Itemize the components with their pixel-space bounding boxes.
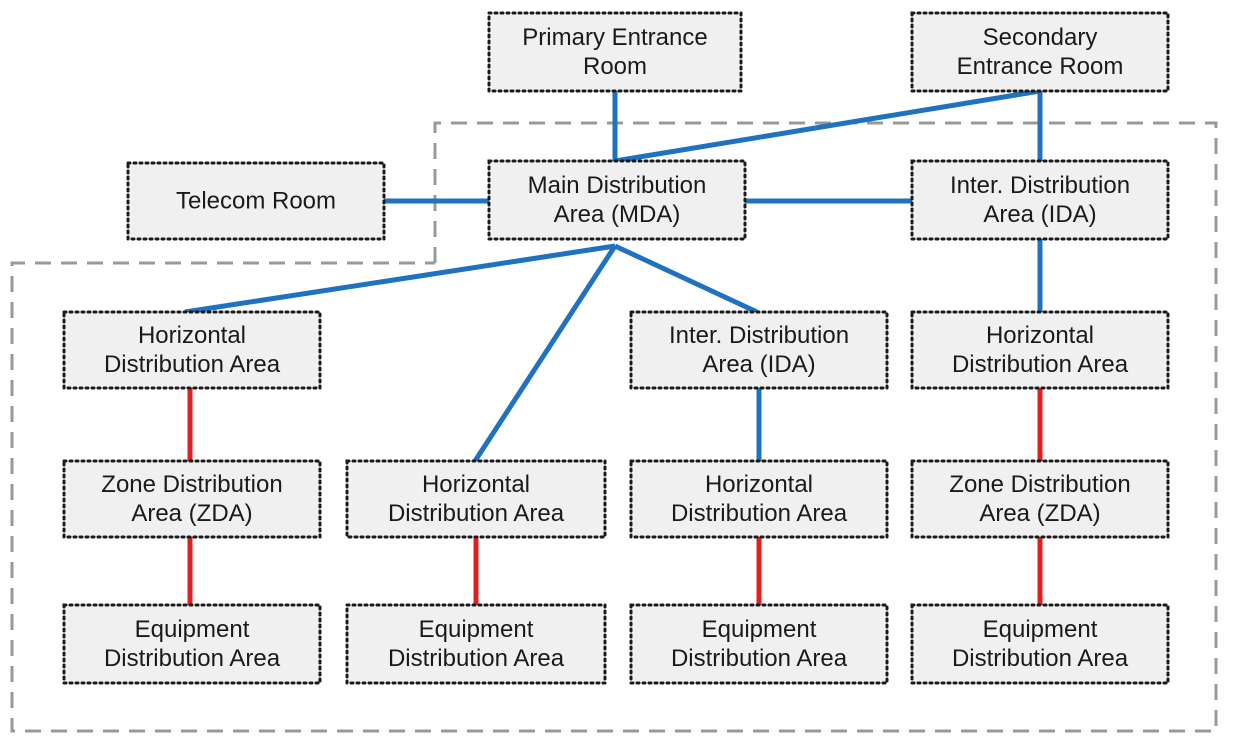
node-label-line: Equipment bbox=[135, 616, 250, 643]
node-label-line: Distribution Area bbox=[671, 500, 848, 527]
node-label-line: Distribution Area bbox=[952, 351, 1129, 378]
node-telecom-room: Telecom Room bbox=[126, 161, 386, 241]
node-box bbox=[910, 11, 1170, 93]
node-label-line: Distribution Area bbox=[104, 645, 281, 672]
node-box bbox=[910, 603, 1170, 685]
building-boundary bbox=[10, 121, 1218, 733]
backbone-link-main-distribution-to-horizontal-1 bbox=[184, 243, 616, 315]
node-label-line: Distribution Area bbox=[952, 645, 1129, 672]
node-label-line: Horizontal bbox=[705, 471, 813, 498]
node-box bbox=[629, 310, 889, 390]
node-label-line: Primary Entrance bbox=[522, 24, 707, 51]
node-box bbox=[910, 159, 1170, 241]
node-box bbox=[629, 459, 889, 539]
links-layer bbox=[184, 88, 1043, 605]
backbone-link-main-distribution-to-horizontal-2 bbox=[472, 244, 618, 463]
node-box bbox=[910, 459, 1170, 539]
node-box bbox=[62, 310, 322, 390]
node-label-line: Equipment bbox=[702, 616, 817, 643]
node-label-line: Telecom Room bbox=[176, 188, 336, 215]
node-label-line: Area (IDA) bbox=[702, 351, 815, 378]
node-box bbox=[62, 603, 322, 685]
node-box bbox=[629, 603, 889, 685]
node-label-line: Equipment bbox=[983, 616, 1098, 643]
node-label-line: Horizontal bbox=[422, 471, 530, 498]
node-box bbox=[910, 310, 1170, 390]
node-label-line: Distribution Area bbox=[671, 645, 848, 672]
node-label-line: Inter. Distribution bbox=[669, 322, 849, 349]
node-box bbox=[487, 11, 743, 93]
node-label-line: Zone Distribution bbox=[101, 471, 282, 498]
node-label-line: Equipment bbox=[419, 616, 534, 643]
backbone-link-secondary-entrance-to-main-distribution bbox=[614, 88, 1041, 164]
node-box bbox=[62, 459, 322, 539]
node-label-line: Entrance Room bbox=[957, 53, 1124, 80]
node-box bbox=[487, 159, 747, 241]
node-box bbox=[345, 603, 607, 685]
backbone-link-main-distribution-to-inter-distribution-mid bbox=[613, 243, 759, 315]
node-label-line: Inter. Distribution bbox=[950, 172, 1130, 199]
node-label-line: Distribution Area bbox=[388, 500, 565, 527]
node-label-line: Zone Distribution bbox=[949, 471, 1130, 498]
node-label-line: Secondary bbox=[983, 24, 1098, 51]
node-label-line: Horizontal bbox=[138, 322, 246, 349]
node-label-line: Main Distribution bbox=[528, 172, 707, 199]
node-label-line: Distribution Area bbox=[104, 351, 281, 378]
node-label-line: Area (MDA) bbox=[554, 201, 681, 228]
node-box bbox=[345, 459, 607, 539]
node-label-line: Room bbox=[583, 53, 647, 80]
node-label-line: Area (IDA) bbox=[983, 201, 1096, 228]
node-label-line: Horizontal bbox=[986, 322, 1094, 349]
node-label-line: Distribution Area bbox=[388, 645, 565, 672]
node-label-line: Area (ZDA) bbox=[979, 500, 1100, 527]
node-box bbox=[126, 161, 386, 241]
node-label-line: Area (ZDA) bbox=[131, 500, 252, 527]
